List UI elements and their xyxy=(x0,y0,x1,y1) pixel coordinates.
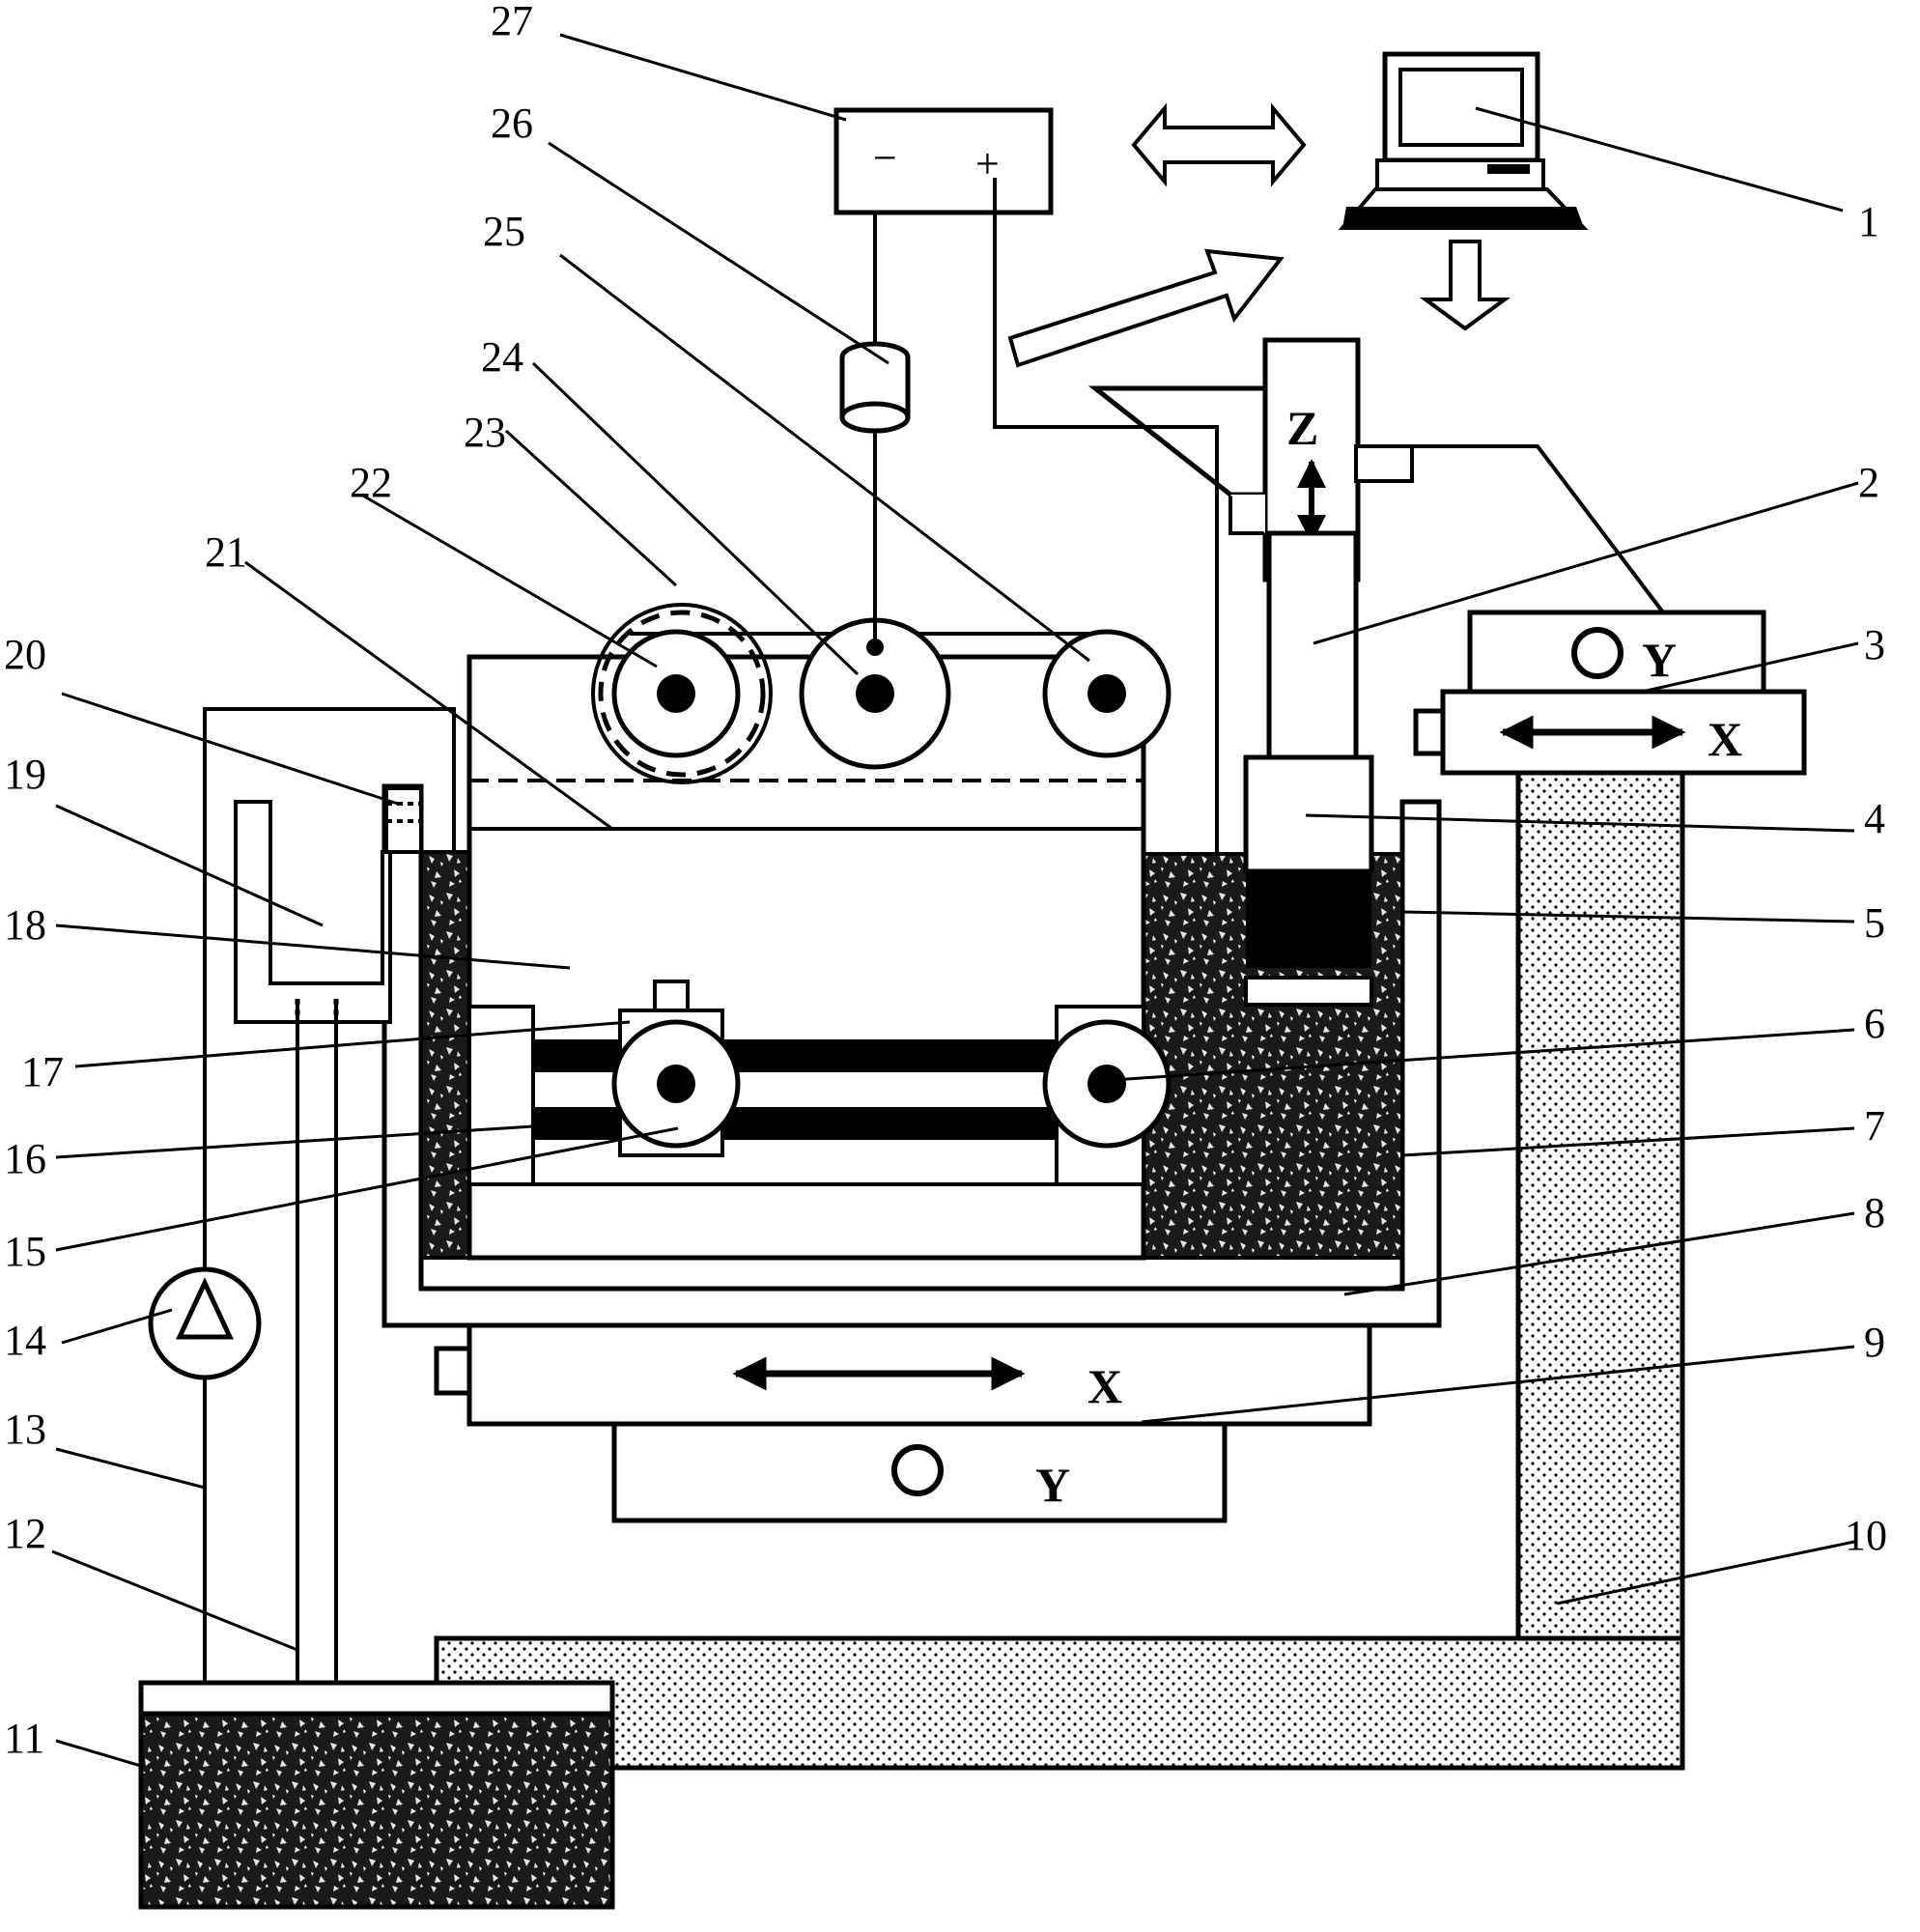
callout-13: 13 xyxy=(4,1406,46,1453)
callout-7: 7 xyxy=(1864,1102,1885,1150)
upper-xyz-stage: Z Y X xyxy=(1087,337,1807,1007)
callout-17: 17 xyxy=(21,1048,64,1095)
wire-electrode-belt xyxy=(533,980,1172,1157)
electrolyte-circuit xyxy=(138,707,615,1910)
callout-24: 24 xyxy=(481,333,523,381)
callout-18: 18 xyxy=(4,901,46,949)
callout-12: 12 xyxy=(4,1510,46,1557)
callout-labels: 1 2 3 4 5 6 7 8 9 10 11 12 13 14 15 16 1… xyxy=(4,0,1887,1762)
callout-4: 4 xyxy=(1864,795,1885,842)
power-negative-terminal: − xyxy=(873,134,897,182)
callout-21: 21 xyxy=(205,528,247,576)
callout-10: 10 xyxy=(1845,1512,1887,1559)
power-supply: − + xyxy=(833,107,1219,854)
callout-20: 20 xyxy=(4,631,46,678)
callout-27: 27 xyxy=(491,0,533,44)
signal-arrows xyxy=(1007,102,1511,368)
callout-11: 11 xyxy=(4,1715,44,1762)
callout-15: 15 xyxy=(4,1228,46,1275)
z-axis-label: Z xyxy=(1286,401,1318,455)
upper-y-label: Y xyxy=(1642,633,1677,687)
callout-26: 26 xyxy=(491,99,533,147)
callout-23: 23 xyxy=(464,409,506,456)
callout-1: 1 xyxy=(1858,198,1879,245)
callout-3: 3 xyxy=(1864,621,1885,668)
callout-6: 6 xyxy=(1864,1000,1885,1047)
upper-x-label: X xyxy=(1708,712,1742,766)
callout-22: 22 xyxy=(350,459,392,506)
callout-25: 25 xyxy=(483,208,525,255)
fixture-box xyxy=(466,654,1146,1261)
callout-9: 9 xyxy=(1864,1319,1885,1366)
callout-8: 8 xyxy=(1864,1189,1885,1236)
computer-icon xyxy=(1338,51,1589,230)
callout-2: 2 xyxy=(1858,459,1879,506)
leader-lines xyxy=(51,33,1859,1768)
lower-xy-table: Y X xyxy=(434,1322,1372,1523)
callout-19: 19 xyxy=(4,751,46,798)
lower-y-label: Y xyxy=(1035,1458,1070,1512)
lower-x-label: X xyxy=(1087,1359,1122,1413)
callout-5: 5 xyxy=(1864,899,1885,947)
callout-14: 14 xyxy=(4,1317,46,1364)
callout-16: 16 xyxy=(4,1135,46,1182)
